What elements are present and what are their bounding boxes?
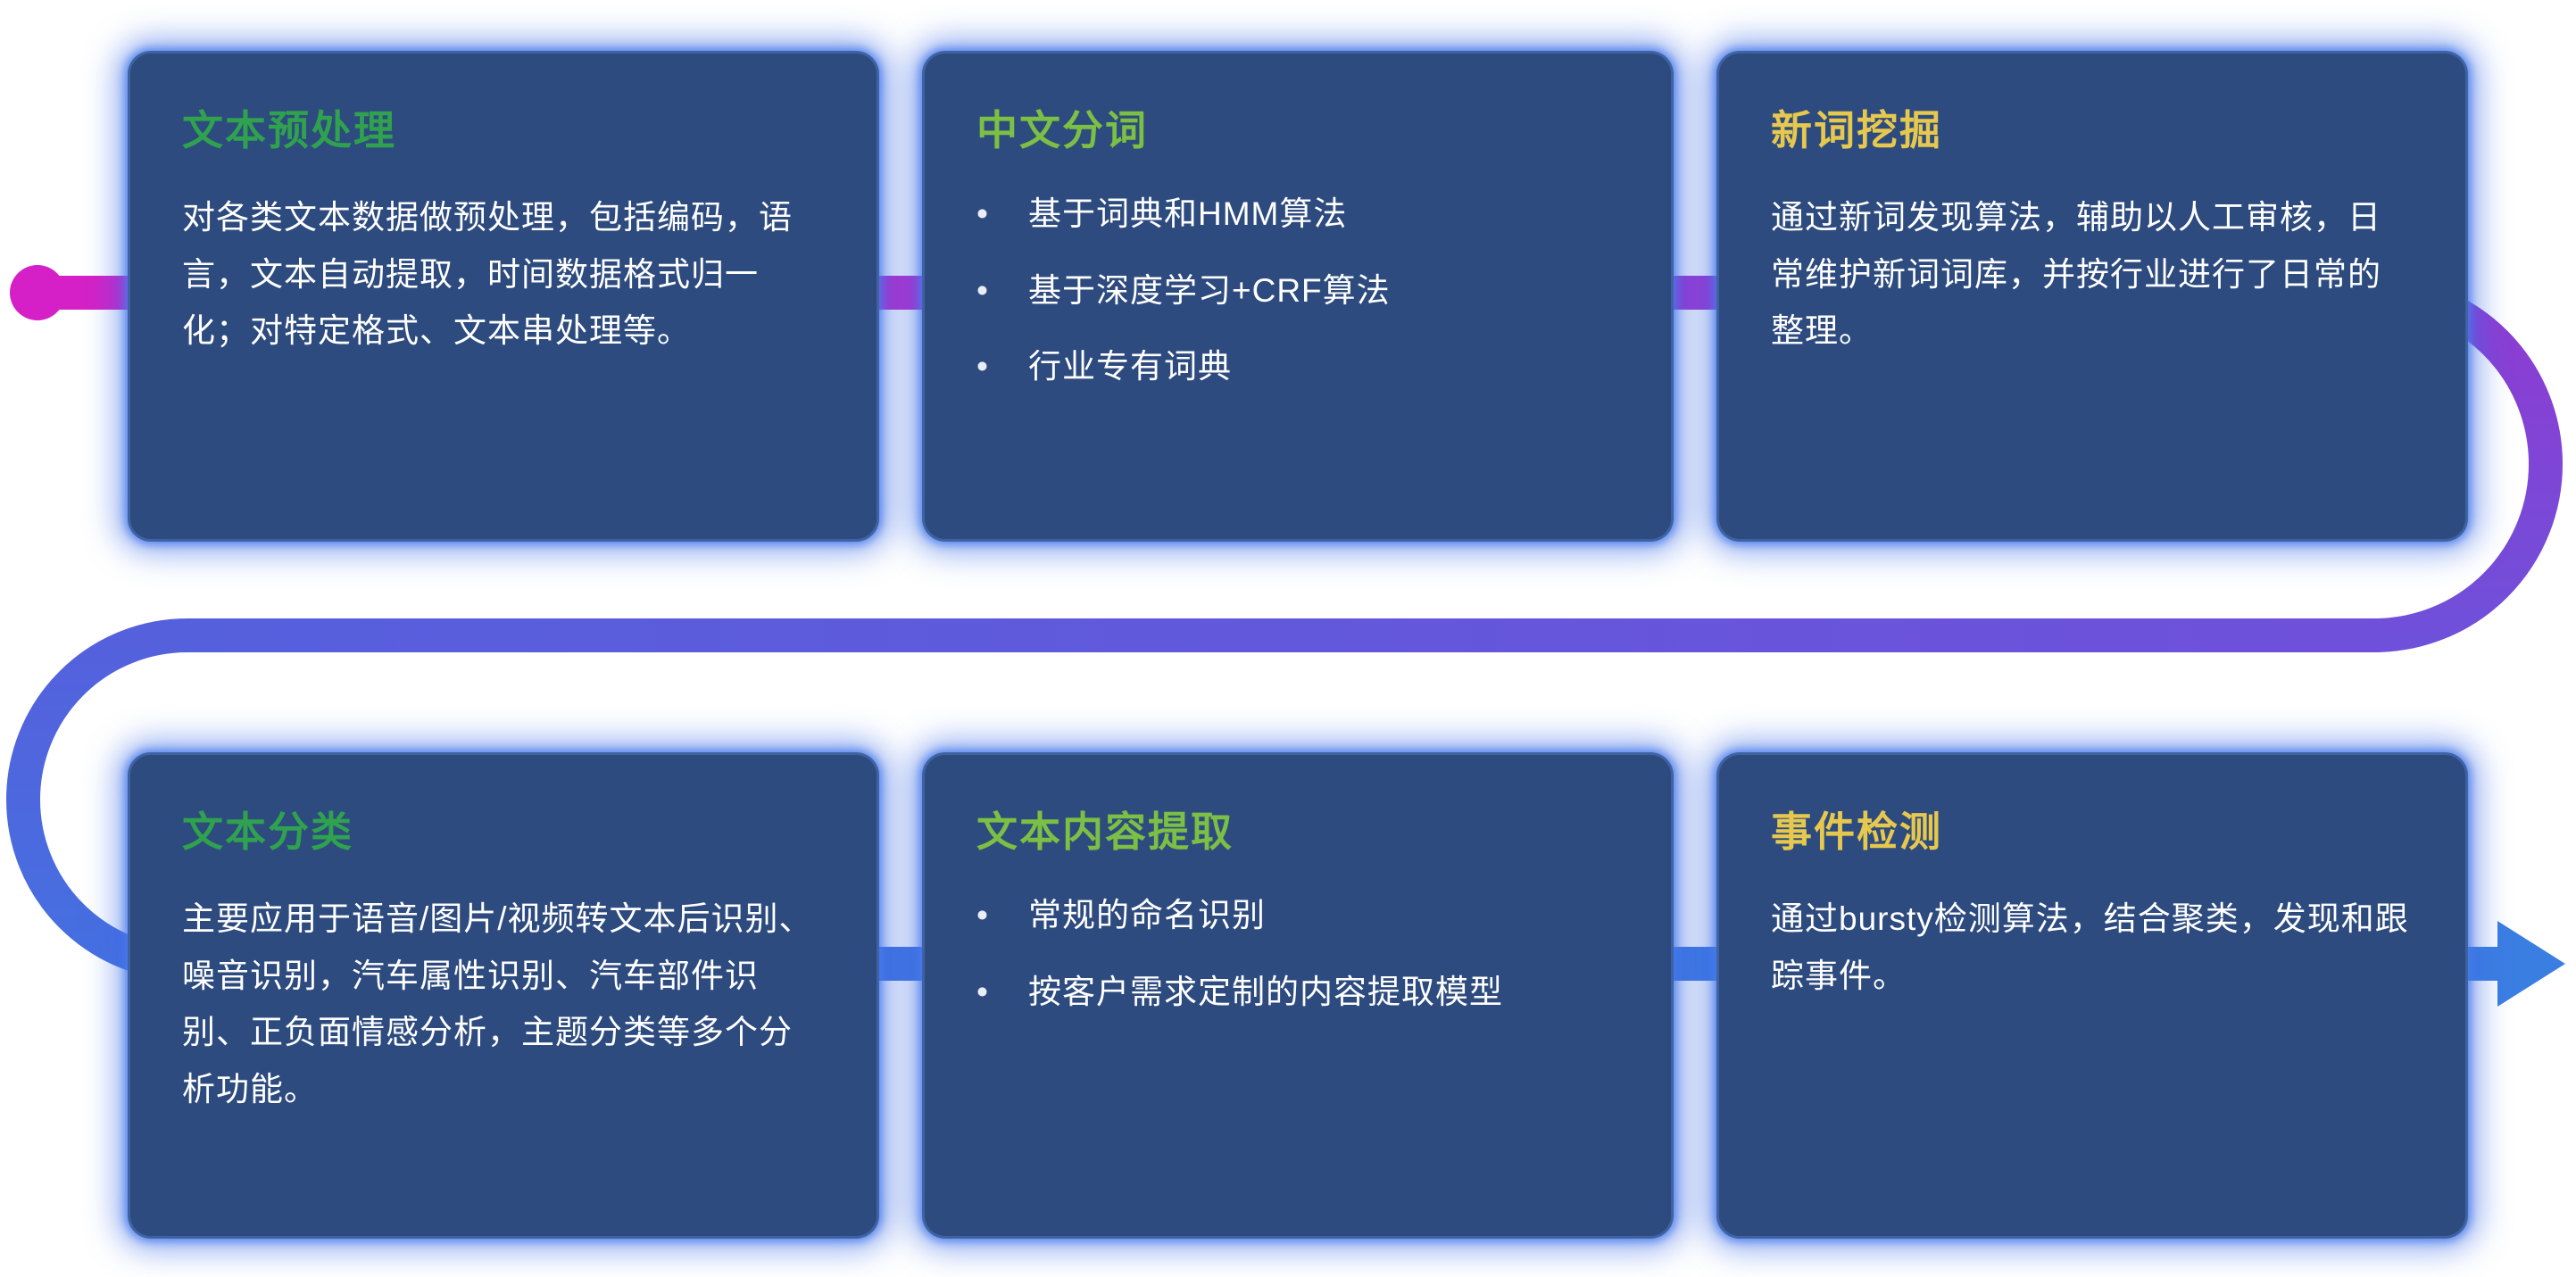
card-new-word-mining: 新词挖掘 通过新词发现算法，辅助以人工审核，日常维护新词词库，并按行业进行了日常… — [1716, 51, 2468, 542]
bullet-item: • 按客户需求定制的内容提取模型 — [976, 967, 1619, 1017]
card-title: 事件检测 — [1771, 808, 1942, 855]
bullet-text: 按客户需求定制的内容提取模型 — [1028, 973, 1503, 1010]
bullet-text: 行业专有词典 — [1028, 348, 1232, 385]
card-title: 文本内容提取 — [976, 808, 1234, 855]
bullet-item: • 常规的命名识别 — [976, 891, 1619, 941]
card-body-text: 通过bursty检测算法，结合聚类，发现和跟踪事件。 — [1771, 900, 2409, 994]
card-title: 新词挖掘 — [1771, 107, 1942, 153]
card-title: 中文分词 — [976, 107, 1148, 153]
card-title: 文本分类 — [182, 808, 353, 855]
card-body-text: 通过新词发现算法，辅助以人工审核，日常维护新词词库，并按行业进行了日常的整理。 — [1771, 199, 2381, 350]
bullet-text: 基于深度学习+CRF算法 — [1028, 271, 1391, 309]
card-text-content-extraction: 文本内容提取 • 常规的命名识别 • 按客户需求定制的内容提取模型 — [922, 752, 1674, 1239]
card-text-preprocessing: 文本预处理 对各类文本数据做预处理，包括编码，语言，文本自动提取，时间数据格式归… — [128, 51, 879, 542]
card-body-text: 对各类文本数据做预处理，包括编码，语言，文本自动提取，时间数据格式归一化；对特定… — [182, 199, 793, 350]
bullet-text: 常规的命名识别 — [1028, 897, 1266, 933]
card-title: 文本预处理 — [182, 107, 396, 153]
bullet-icon: • — [976, 348, 989, 385]
bullet-item: • 基于词典和HMM算法 — [976, 189, 1619, 239]
card-event-detection: 事件检测 通过bursty检测算法，结合聚类，发现和跟踪事件。 — [1716, 752, 2468, 1239]
card-text-classification: 文本分类 主要应用于语音/图片/视频转文本后识别、噪音识别，汽车属性识别、汽车部… — [128, 752, 879, 1239]
card-body-text: 主要应用于语音/图片/视频转文本后识别、噪音识别，汽车属性识别、汽车部件识别、正… — [182, 900, 813, 1107]
card-chinese-word-segmentation: 中文分词 • 基于词典和HMM算法 • 基于深度学习+CRF算法 • 行业专有词… — [922, 51, 1674, 542]
bullet-text: 基于词典和HMM算法 — [1028, 195, 1348, 232]
card-bullet-list: • 常规的命名识别 • 按客户需求定制的内容提取模型 — [976, 891, 1619, 1016]
pipe-left-turn — [6, 618, 188, 981]
bullet-icon: • — [976, 195, 989, 232]
card-bullet-list: • 基于词典和HMM算法 • 基于深度学习+CRF算法 • 行业专有词典 — [976, 189, 1619, 392]
bullet-icon: • — [976, 271, 989, 309]
bullet-icon: • — [976, 973, 989, 1010]
bullet-icon: • — [976, 897, 989, 933]
pipeline-arrow — [2497, 921, 2565, 1007]
bullet-item: • 行业专有词典 — [976, 342, 1619, 392]
bullet-item: • 基于深度学习+CRF算法 — [976, 266, 1619, 316]
